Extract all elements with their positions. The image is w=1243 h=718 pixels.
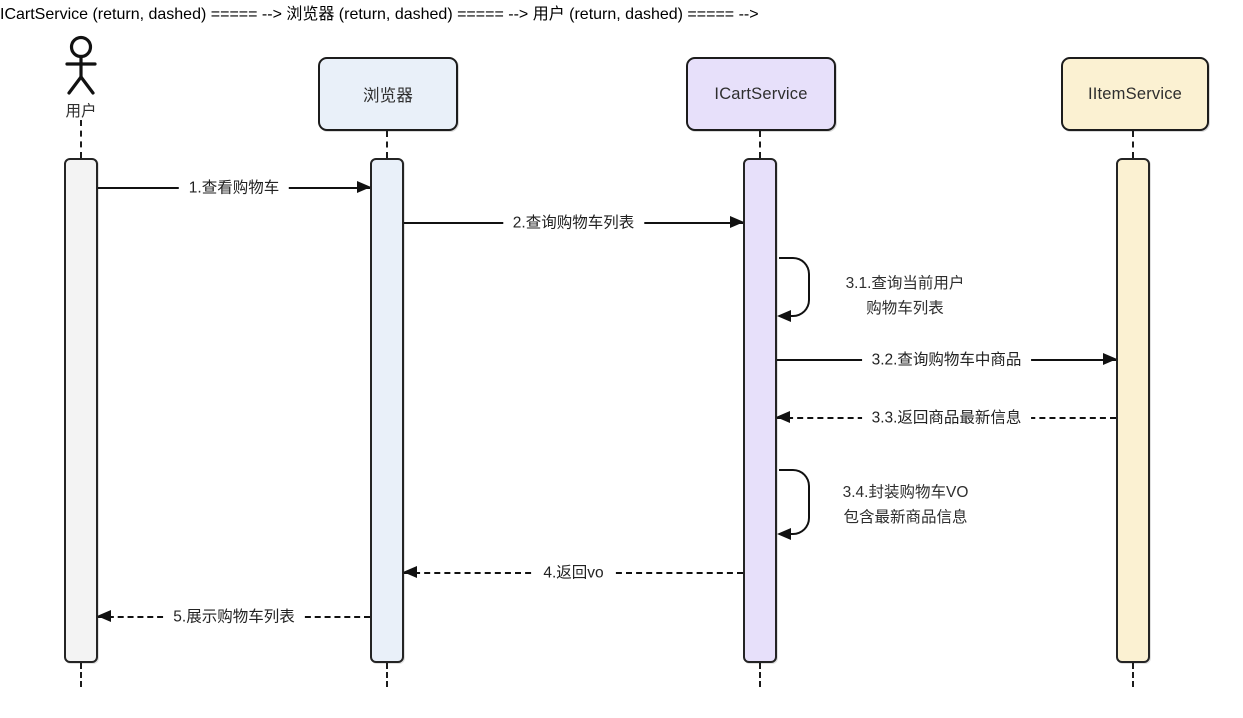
arrowhead-icon: [97, 609, 111, 622]
participant-label-icartservice: ICartService: [714, 84, 808, 103]
message-3-1-self-loop: [777, 257, 810, 322]
message-3-4-self-loop: [777, 469, 810, 540]
participant-label-browser: 浏览器: [362, 87, 414, 105]
message-3-2-label: 3.2.查询购物车中商品: [861, 349, 1032, 371]
lifeline-item-bottom: [1132, 663, 1134, 687]
message-2-arrow: 2.查询购物车列表: [404, 212, 744, 234]
message-3-3-label: 3.3.返回商品最新信息: [861, 407, 1032, 429]
participant-box-icartservice: ICartService: [686, 57, 836, 131]
arrowhead-icon: [777, 310, 791, 322]
participant-label-iitemservice: IItemService: [1087, 84, 1183, 103]
lifeline-user-top: [80, 120, 82, 158]
message-5-label: 5.展示购物车列表: [163, 606, 305, 628]
activation-bar-user: [64, 158, 98, 663]
arrowhead-icon: [357, 180, 371, 193]
lifeline-item-top: [1132, 131, 1134, 158]
arrowhead-icon: [730, 215, 744, 228]
message-1-label: 1.查看购物车: [178, 177, 290, 199]
participant-box-browser: 浏览器: [318, 57, 458, 131]
message-3-1-label: 3.1.查询当前用户 购物车列表: [845, 275, 965, 317]
arrowhead-icon: [777, 528, 791, 540]
message-3-2-arrow: 3.2.查询购物车中商品: [777, 349, 1117, 371]
arrowhead-icon: [776, 410, 790, 423]
lifeline-browser-top: [386, 131, 388, 158]
actor-user-icon: [58, 34, 104, 98]
activation-bar-browser: [370, 158, 404, 663]
message-1-arrow: 1.查看购物车: [98, 177, 371, 199]
arrowhead-icon: [1103, 352, 1117, 365]
message-5-arrow: 5.展示购物车列表: [97, 606, 370, 628]
lifeline-cart-bottom: [759, 663, 761, 687]
participant-box-iitemservice: IItemService: [1061, 57, 1209, 131]
lifeline-browser-bottom: [386, 663, 388, 687]
message-4-arrow: 4.返回vo: [403, 562, 743, 584]
activation-bar-cart: [743, 158, 777, 663]
message-3-4-label: 3.4.封装购物车VO 包含最新商品信息: [842, 484, 969, 526]
message-3-3-arrow: 3.3.返回商品最新信息: [776, 407, 1116, 429]
lifeline-user-bottom: [80, 663, 82, 687]
message-2-label: 2.查询购物车列表: [502, 212, 645, 234]
participant-label-user: 用户: [65, 103, 97, 120]
message-4-label: 4.返回vo: [533, 562, 614, 584]
arrowhead-icon: [403, 565, 417, 578]
lifeline-cart-top: [759, 131, 761, 158]
activation-bar-item: [1116, 158, 1150, 663]
